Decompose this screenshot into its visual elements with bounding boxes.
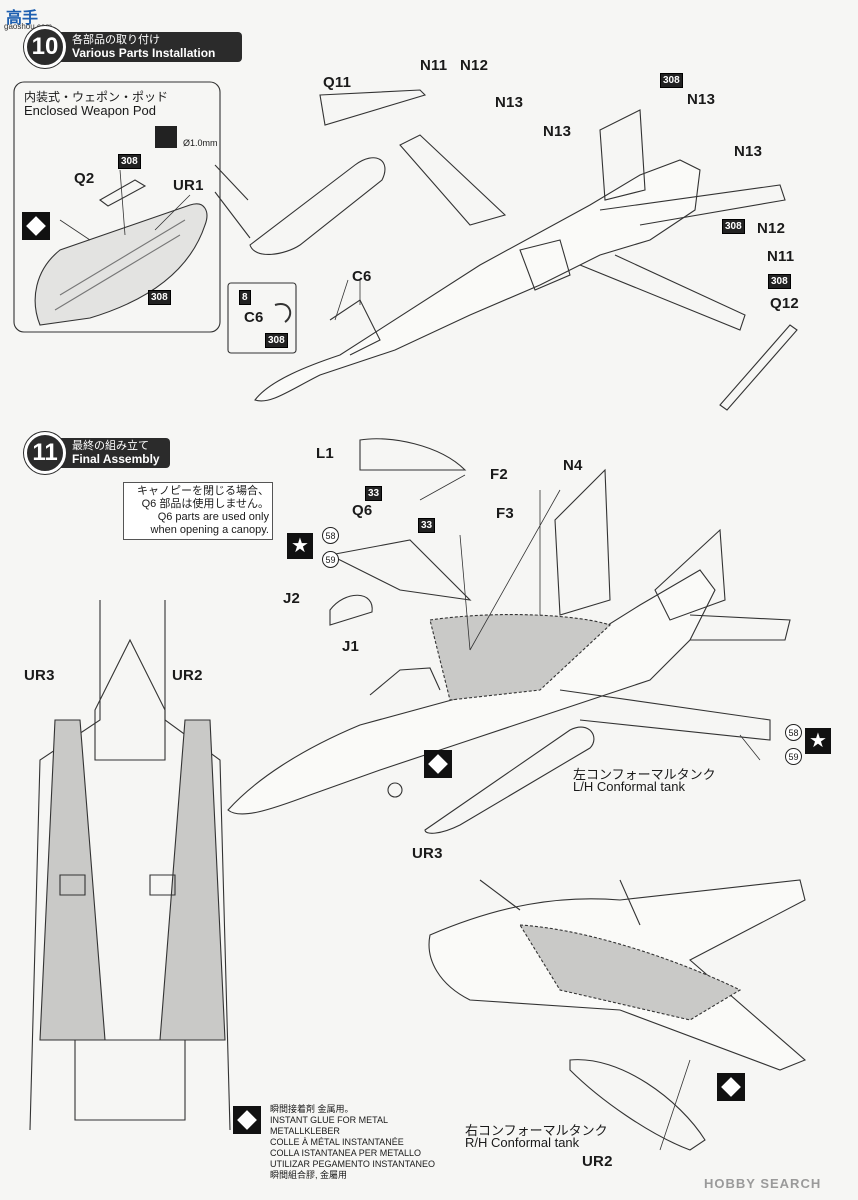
step-11-number: 11: [24, 432, 66, 474]
star-icon-right: ★: [805, 728, 831, 754]
step-10-title-jp: 各部品の取り付け: [72, 34, 160, 46]
part-label-n4: N4: [563, 457, 583, 474]
glue-legend-line: INSTANT GLUE FOR METAL: [270, 1115, 389, 1125]
glue-legend-line: 瞬間接着剤 金属用。: [270, 1104, 354, 1114]
weapon-pod-drawing: [34, 203, 208, 326]
weapon-pod-large-drawing: [249, 157, 386, 256]
paint-badge-33-b: 33: [418, 518, 436, 533]
glue-legend-line: COLLA ISTANTANEA PER METALLO: [270, 1148, 422, 1158]
weapon-pod-title-en: Enclosed Weapon Pod: [24, 103, 157, 118]
part-label-j1: J1: [342, 638, 360, 655]
step-10-header: 10 各部品の取り付け Various Parts Installation: [24, 26, 242, 68]
paint-badge-308-c: 308: [660, 73, 683, 88]
glue-legend-line: 瞬間組合膠, 金屬用: [270, 1170, 348, 1180]
conformal-rh-en: R/H Conformal tank: [465, 1135, 580, 1150]
watermark-bottom-right: HOBBY SEARCH: [704, 1176, 822, 1191]
part-label-ur1: UR1: [173, 177, 204, 194]
glue-metal-icon-conformal-rh: [717, 1073, 745, 1101]
part-label-q6: Q6: [352, 502, 373, 519]
paint-badge-308-e: 308: [768, 274, 791, 289]
watermark-top-left-site: gaoshou.com: [4, 22, 53, 31]
drill-icon: [155, 126, 177, 148]
step-11-title-jp: 最終の組み立て: [72, 440, 149, 452]
weapon-pod-title-jp: 内装式・ウェポン・ポッド: [24, 90, 169, 104]
part-label-j2: J2: [283, 590, 301, 607]
part-label-ur3-a: UR3: [24, 667, 55, 684]
part-label-q12: Q12: [770, 295, 799, 312]
part-label-c6-b: C6: [244, 309, 264, 326]
glue-legend-line: UTILIZAR PEGAMENTO INSTANTANEO: [270, 1159, 436, 1169]
part-label-q11: Q11: [323, 74, 352, 91]
aircraft-top-view-bottom: [29, 600, 231, 1131]
step-10-number: 10: [24, 26, 66, 68]
part-label-f3: F3: [496, 505, 514, 522]
canopy-note-line2: Q6 部品は使用しません。: [141, 498, 269, 510]
star-icon-left: ★: [287, 533, 313, 559]
paint-badge-308-f: 308: [265, 333, 288, 348]
part-label-l1: L1: [316, 445, 334, 462]
glue-legend-icon: [233, 1106, 261, 1134]
part-label-n13-b: N13: [543, 123, 572, 140]
glue-metal-icon-conformal-lh: [424, 750, 452, 778]
canopy-note-line1: キャノピーを閉じる場合、: [137, 485, 269, 497]
aircraft-top-step10: [254, 89, 798, 411]
decal-58-left: 58: [322, 527, 339, 544]
decal-59-right: 59: [785, 748, 802, 765]
part-label-ur2-b: UR2: [582, 1153, 613, 1170]
conformal-rh-jp: 右コンフォーマルタンク: [465, 1123, 608, 1138]
watermark-top-left: 高手: [6, 10, 39, 27]
part-label-n12-b: N12: [757, 220, 786, 237]
canopy-note: キャノピーを閉じる場合、 Q6 部品は使用しません。 Q6 parts are …: [123, 482, 273, 540]
part-label-n13-d: N13: [734, 143, 763, 160]
paint-badge-308-d: 308: [722, 219, 745, 234]
canopy-note-line4: when opening a canopy.: [150, 524, 269, 536]
paint-badge-308-b: 308: [148, 290, 171, 305]
part-label-n11-a: N11: [420, 57, 448, 74]
part-label-n13-c: N13: [687, 91, 716, 108]
glue-legend-line: COLLE À MÉTAL INSTANTANÉE: [270, 1137, 404, 1147]
drill-size: Ø1.0mm: [183, 138, 218, 148]
aircraft-side-step11: [227, 438, 791, 834]
step-10-title-en: Various Parts Installation: [72, 46, 216, 60]
conformal-lh-en: L/H Conformal tank: [573, 779, 685, 794]
paint-badge-8: 8: [239, 290, 251, 305]
paint-badge-33-a: 33: [365, 486, 383, 501]
glue-legend: 瞬間接着剤 金属用。 INSTANT GLUE FOR METAL METALL…: [270, 1104, 435, 1181]
part-label-ur3-b: UR3: [412, 845, 443, 862]
weapon-pod-inset-frame: [13, 81, 221, 333]
step-11-header: 11 最終の組み立て Final Assembly: [24, 432, 170, 474]
c6-inset-frame: [227, 282, 297, 354]
aircraft-rear-view-bottom-right: [428, 879, 807, 1151]
conformal-lh-jp: 左コンフォーマルタンク: [573, 767, 716, 782]
paint-badge-308-a: 308: [118, 154, 141, 169]
canopy-note-line3: Q6 parts are used only: [157, 511, 269, 523]
part-label-c6-a: C6: [352, 268, 372, 285]
part-label-f2: F2: [490, 466, 508, 483]
part-label-n11-b: N11: [767, 248, 795, 265]
step-11-title-en: Final Assembly: [72, 452, 160, 466]
part-label-ur2-a: UR2: [172, 667, 203, 684]
part-label-n13-a: N13: [495, 94, 524, 111]
decal-59-left: 59: [322, 551, 339, 568]
part-label-n12-a: N12: [460, 57, 489, 74]
part-label-q2: Q2: [74, 170, 95, 187]
decal-58-right: 58: [785, 724, 802, 741]
glue-legend-line: METALLKLEBER: [270, 1126, 340, 1136]
glue-metal-icon-step10: [22, 212, 50, 240]
